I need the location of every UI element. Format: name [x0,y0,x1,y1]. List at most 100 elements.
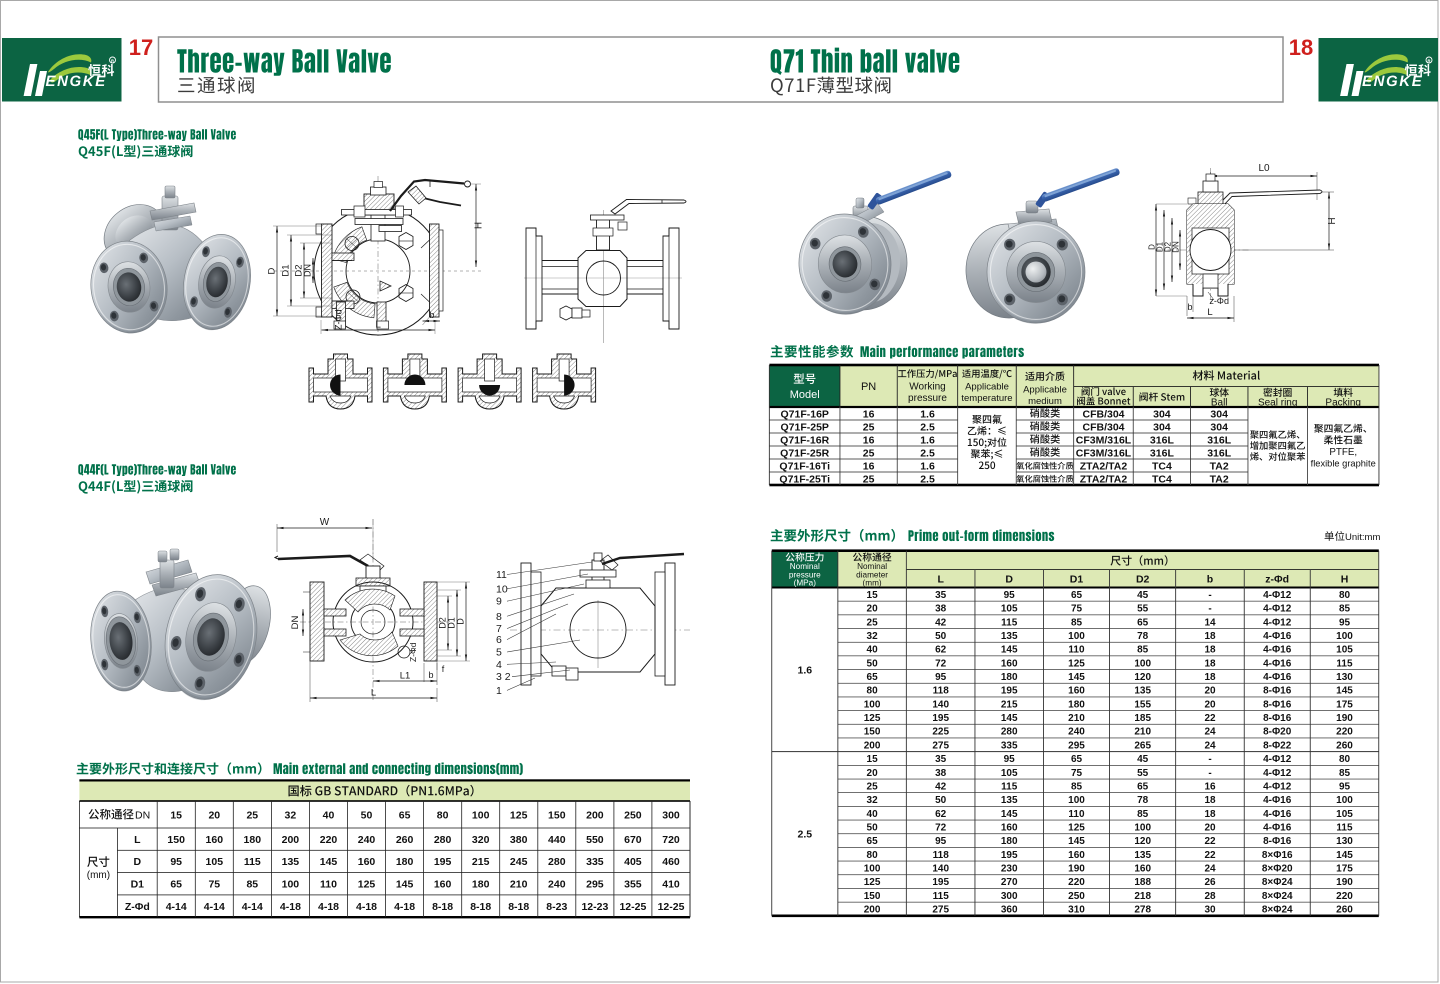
svg-text:4-Φ16: 4-Φ16 [1263,795,1292,806]
svg-text:130: 130 [1336,672,1353,683]
svg-text:Working: Working [909,382,946,393]
svg-text:265: 265 [1134,740,1151,751]
svg-text:25: 25 [863,447,875,459]
svg-text:215: 215 [1001,699,1018,710]
svg-text:230: 230 [1001,864,1018,875]
svg-text:22: 22 [1204,850,1216,861]
svg-text:D1: D1 [447,617,457,629]
svg-text:335: 335 [1001,740,1018,751]
svg-text:75: 75 [1071,604,1083,615]
svg-text:380: 380 [510,834,528,846]
svg-text:220: 220 [1336,727,1353,738]
svg-text:D: D [267,267,278,274]
svg-text:H: H [1341,574,1349,586]
svg-text:50: 50 [935,795,947,806]
svg-text:670: 670 [624,834,642,846]
svg-text:304: 304 [1210,408,1228,420]
svg-text:50: 50 [935,631,947,642]
svg-text:110: 110 [320,879,337,891]
svg-text:8-Φ20: 8-Φ20 [1263,727,1292,738]
svg-text:260: 260 [1336,740,1353,751]
svg-text:4-Φ12: 4-Φ12 [1263,617,1292,628]
svg-text:2.5: 2.5 [920,421,935,433]
svg-text:72: 72 [935,823,947,834]
svg-text:295: 295 [1068,740,1085,751]
svg-text:(MPa): (MPa) [794,579,817,588]
svg-text:25: 25 [867,781,879,792]
svg-text:150: 150 [864,727,881,738]
svg-text:8×Φ24: 8×Φ24 [1262,905,1293,916]
svg-text:95: 95 [170,856,182,868]
svg-text:12-23: 12-23 [581,901,608,913]
svg-text:2.5: 2.5 [920,447,935,459]
svg-text:-: - [1208,590,1211,601]
svg-text:D: D [456,618,466,625]
svg-text:100: 100 [1134,658,1151,669]
svg-text:1.6: 1.6 [920,460,935,472]
svg-text:6: 6 [496,634,502,646]
svg-text:Applicable: Applicable [965,382,1009,393]
svg-text:190: 190 [1336,877,1353,888]
svg-text:D1: D1 [131,879,145,891]
svg-text:Nominal: Nominal [790,562,820,571]
svg-text:275: 275 [932,905,949,916]
svg-text:22: 22 [1204,713,1216,724]
svg-text:Unit:mm: Unit:mm [1345,532,1380,543]
svg-text:75: 75 [208,879,220,891]
svg-text:300: 300 [1001,891,1018,902]
svg-text:25: 25 [863,421,875,433]
svg-text:40: 40 [867,809,879,820]
svg-text:180: 180 [244,834,262,846]
svg-text:115: 115 [1001,617,1018,628]
svg-text:Nominal: Nominal [857,562,887,571]
svg-text:16: 16 [863,434,875,446]
svg-text:80: 80 [1339,590,1351,601]
svg-text:ZTA2/TA2: ZTA2/TA2 [1080,473,1128,485]
svg-text:temperature: temperature [961,393,1012,404]
svg-text:62: 62 [935,645,947,656]
svg-text:16: 16 [863,408,875,420]
svg-text:210: 210 [510,879,528,891]
svg-text:65: 65 [170,879,182,891]
svg-text:80: 80 [867,686,879,697]
svg-text:145: 145 [1336,686,1353,697]
svg-text:Q71F-25P: Q71F-25P [780,421,828,433]
svg-text:20: 20 [1204,686,1216,697]
svg-text:40: 40 [867,645,879,656]
svg-text:Z-Φd: Z-Φd [125,901,150,913]
svg-text:Model: Model [790,389,820,401]
svg-text:CF3M/316L: CF3M/316L [1076,434,1132,446]
svg-text:65: 65 [1071,754,1083,765]
svg-text:8-Φ16: 8-Φ16 [1263,713,1292,724]
svg-text:316L: 316L [1150,447,1175,459]
svg-text:120: 120 [1134,836,1151,847]
svg-text:180: 180 [396,856,414,868]
svg-text:-: - [1208,768,1211,779]
svg-text:316L: 316L [1207,434,1232,446]
svg-text:135: 135 [1134,850,1151,861]
svg-text:4-Φ16: 4-Φ16 [1263,809,1292,820]
svg-text:100: 100 [864,864,881,875]
svg-text:(mm): (mm) [863,579,882,588]
svg-text:225: 225 [932,727,949,738]
svg-text:220: 220 [1068,877,1085,888]
svg-text:D: D [134,856,142,868]
svg-text:195: 195 [1001,686,1018,697]
svg-text:160: 160 [1068,686,1085,697]
svg-text:Q71F-16P: Q71F-16P [780,408,828,420]
svg-text:295: 295 [586,879,604,891]
svg-text:160: 160 [1068,850,1085,861]
svg-text:85: 85 [1339,768,1351,779]
svg-text:L: L [1207,307,1212,318]
svg-text:280: 280 [434,834,452,846]
svg-text:65: 65 [867,836,879,847]
svg-text:25: 25 [246,810,258,822]
svg-text:Ball: Ball [1211,398,1228,409]
svg-text:15: 15 [170,810,182,822]
svg-text:140: 140 [932,864,949,875]
svg-text:160: 160 [1001,658,1018,669]
svg-text:TC4: TC4 [1152,460,1172,472]
svg-text:W: W [320,517,330,528]
svg-text:180: 180 [472,879,490,891]
svg-text:100: 100 [864,699,881,710]
